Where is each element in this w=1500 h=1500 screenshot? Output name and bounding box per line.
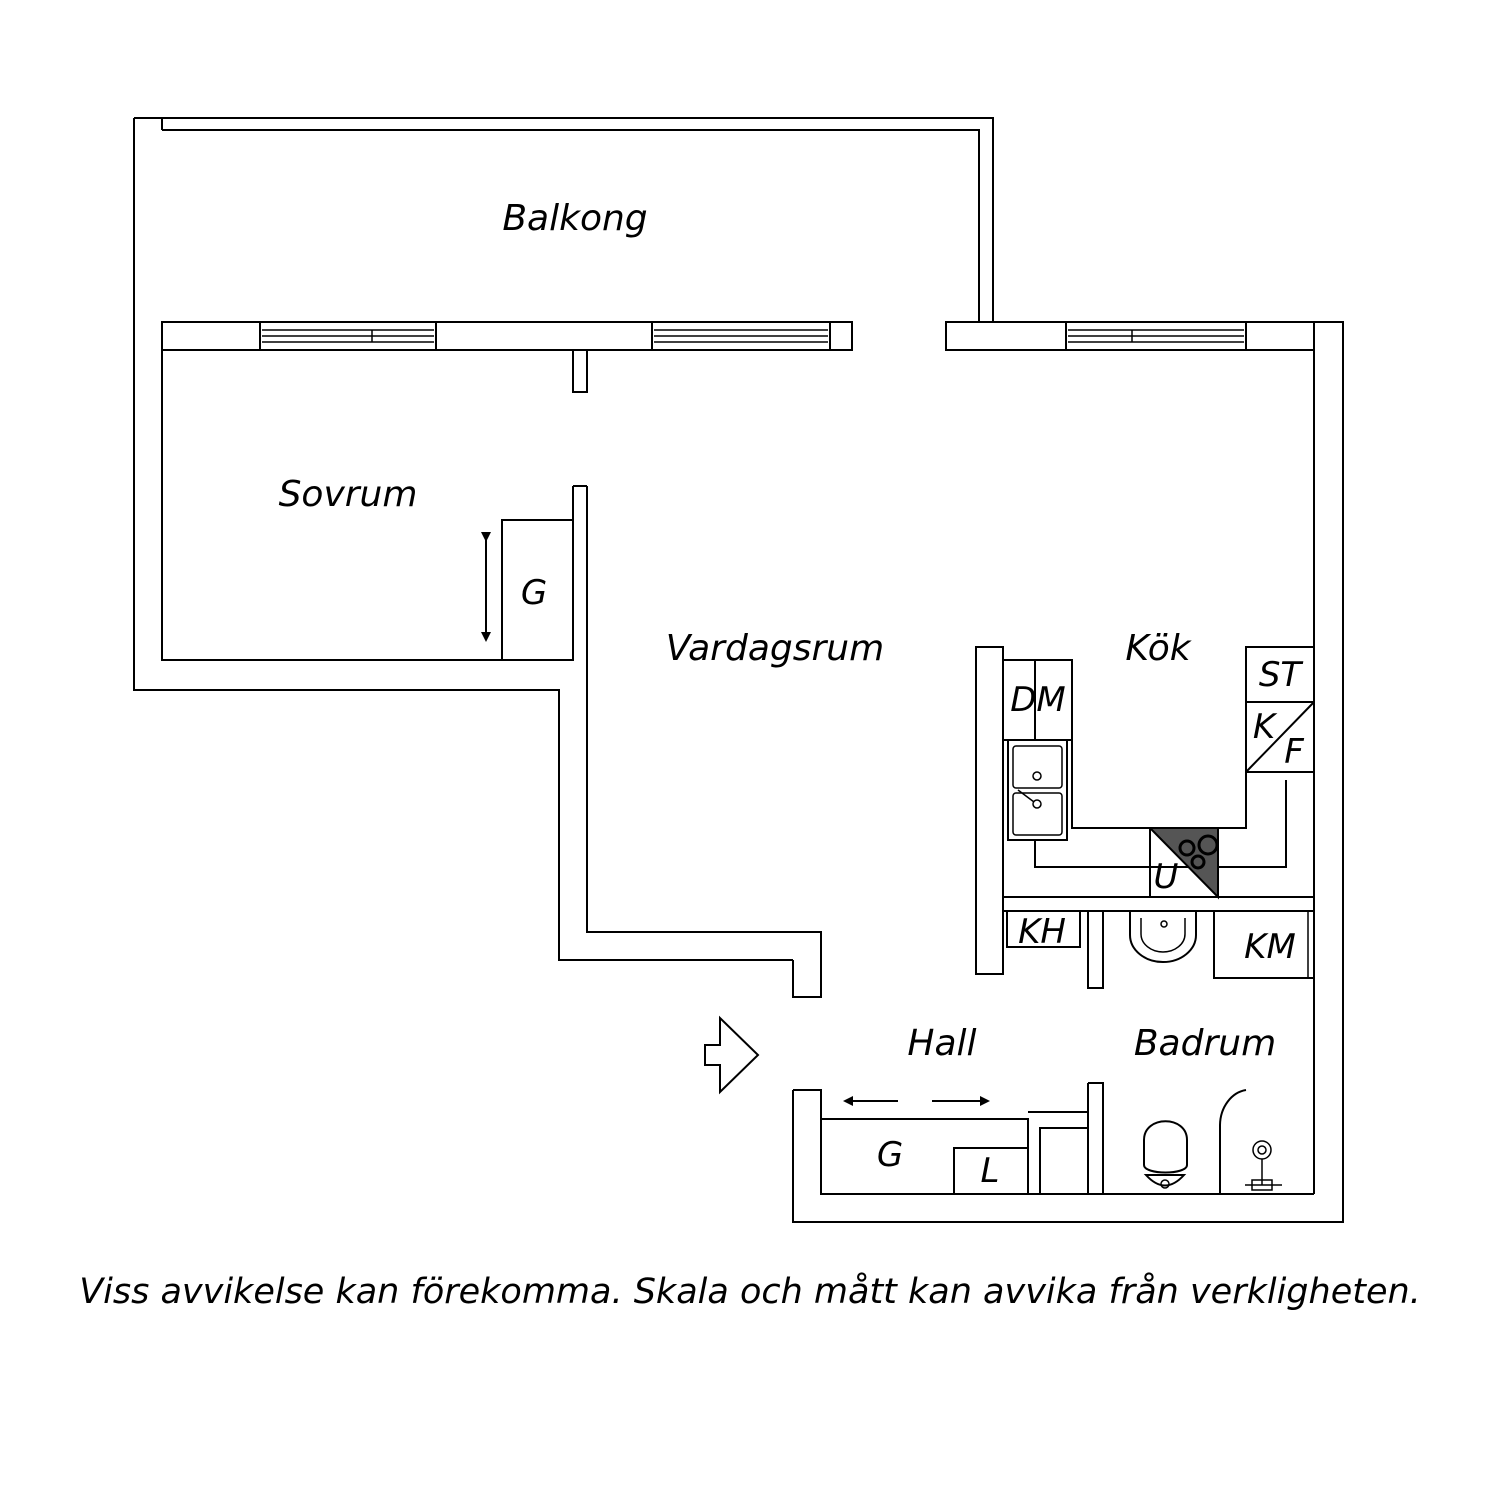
shower-icon (1219, 1089, 1282, 1194)
kitchen-counter (1003, 646, 1315, 900)
fixture-label-stove-cabinet: ST (1259, 655, 1304, 695)
fixture-label-fridge: K (1253, 707, 1278, 747)
stove-icon (1147, 827, 1219, 900)
hall-storage (821, 1096, 1089, 1195)
fixture-label-oven: U (1154, 857, 1179, 897)
linen-closet (953, 1147, 1029, 1195)
balcony-walls (133, 117, 994, 961)
fixture-label-wardrobe-bedroom: G (521, 573, 547, 613)
washbasin-icon (1129, 911, 1197, 963)
fridge-freezer-divider (1245, 701, 1315, 773)
room-label-bathroom: Badrum (1134, 1023, 1276, 1064)
sink-icon (1007, 739, 1068, 841)
fixture-label-linen-closet: L (981, 1151, 1000, 1191)
fixture-label-hat-shelf: KH (1018, 912, 1066, 952)
fixture-label-wardrobe-hall: G (877, 1135, 903, 1175)
disclaimer-text: Viss avvikelse kan förekomma. Skala och … (79, 1272, 1421, 1312)
room-label-kitchen: Kök (1125, 628, 1192, 669)
toilet-icon (1143, 1120, 1188, 1189)
washing-machine (1213, 910, 1315, 979)
fixture-label-freezer: F (1284, 732, 1304, 772)
window-wall-left (161, 321, 853, 351)
bedroom-wardrobe (481, 519, 574, 661)
room-label-living: Vardagsrum (666, 628, 884, 669)
bathroom-fixtures (1129, 910, 1315, 1194)
fixture-label-washing-machine: KM (1244, 927, 1296, 967)
fixture-label-dishwasher: DM (1010, 680, 1066, 720)
room-label-bedroom: Sovrum (279, 474, 418, 515)
room-label-hall: Hall (907, 1023, 976, 1064)
room-label-balcony: Balkong (502, 198, 647, 239)
entrance-arrow-icon (704, 1015, 760, 1095)
